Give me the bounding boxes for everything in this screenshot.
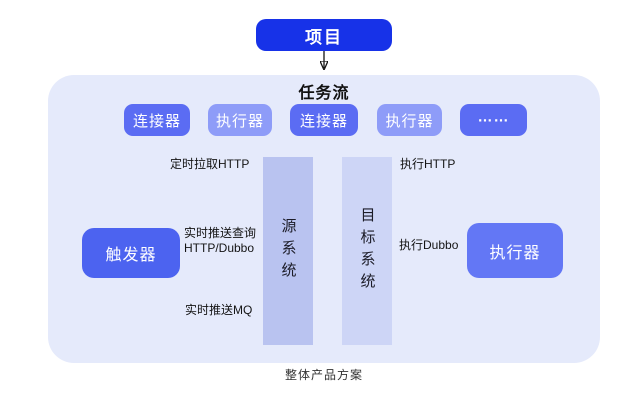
pipeline-node-label: 执行器 xyxy=(385,112,434,130)
pipeline-node-label: 连接器 xyxy=(299,112,348,130)
edge-label-realtime-query: 实时推送查询 HTTP/Dubbo xyxy=(184,226,256,256)
pipeline-node-label: 执行器 xyxy=(215,112,264,130)
edge-label-line: HTTP/Dubbo xyxy=(184,241,255,255)
ellipsis-label: …… xyxy=(477,107,510,125)
executor-label: 执行器 xyxy=(489,244,541,262)
source-system-label: 源系统 xyxy=(279,218,297,284)
pipeline-node-executor-2: 执行器 xyxy=(377,104,442,136)
executor-node: 执行器 xyxy=(467,223,563,278)
edge-label-scheduled-pull: 定时拉取HTTP xyxy=(170,157,250,171)
edge-label-exec-http: 执行HTTP xyxy=(400,157,456,171)
edge-label-line: 实时推送查询 xyxy=(184,226,257,240)
pipeline-node-connector-1: 连接器 xyxy=(124,104,190,136)
trigger-label: 触发器 xyxy=(105,247,157,264)
edge-label-exec-dubbo: 执行Dubbo xyxy=(399,238,459,252)
pipeline-node-more: …… xyxy=(460,104,527,136)
project-label: 项目 xyxy=(305,27,343,47)
project-node: 项目 xyxy=(256,19,392,51)
target-system-label: 目标系统 xyxy=(358,207,376,295)
edge-label-realtime-mq: 实时推送MQ xyxy=(185,303,253,317)
pipeline-node-executor-1: 执行器 xyxy=(208,104,272,136)
diagram-caption: 整体产品方案 xyxy=(284,368,363,382)
pipeline-node-label: 连接器 xyxy=(132,112,181,130)
pipeline-node-connector-2: 连接器 xyxy=(290,104,358,136)
trigger-node: 触发器 xyxy=(82,228,180,278)
taskflow-title: 任务流 xyxy=(298,85,350,102)
source-system-column: 源系统 xyxy=(263,157,313,345)
target-system-column: 目标系统 xyxy=(342,157,392,345)
